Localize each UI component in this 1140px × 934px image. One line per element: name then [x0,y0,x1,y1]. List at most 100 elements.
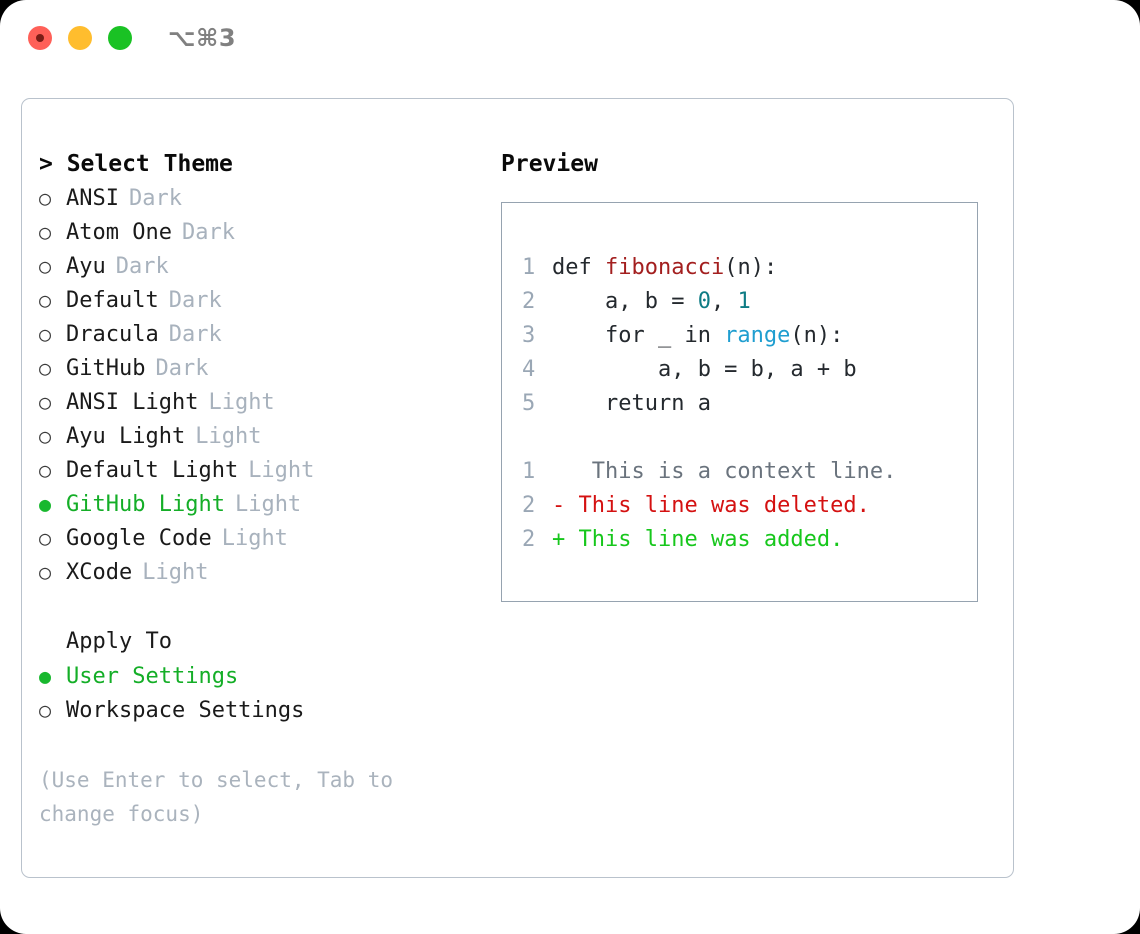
theme-option-ansi-light[interactable]: ○ ANSI Light Light [39,385,489,419]
code-line: 5 return a [522,387,977,421]
preview-heading: Preview [501,151,598,177]
theme-option-label: Default [66,288,159,313]
title-bar: ⌥⌘3 [0,0,1140,78]
code-line-number: 5 [522,391,536,416]
apply-to-option-user-settings[interactable]: ● User Settings [39,659,489,693]
keyboard-hint-text: (Use Enter to select, Tab to change focu… [39,768,394,826]
theme-variant-tag: Dark [181,220,235,245]
theme-variant-tag: Light [248,458,315,483]
diff-sample: 1 This is a context line.2- This line wa… [522,455,977,557]
code-token: 0 [697,289,711,314]
theme-option-atom-one[interactable]: ○ Atom One Dark [39,215,489,249]
diff-line-number: 1 [522,459,536,484]
radio-unselected-icon: ○ [39,186,52,210]
theme-variant-tag: Light [195,424,262,449]
code-line: 2 a, b = 0, 1 [522,285,977,319]
diff-text: This line was deleted. [565,493,870,518]
theme-option-label: Ayu [66,254,106,279]
code-line-number: 1 [522,255,536,280]
theme-option-label: GitHub Light [66,492,225,517]
theme-option-label: Dracula [66,322,159,347]
code-token: return a [552,391,711,416]
theme-variant-tag: Light [142,560,209,585]
code-token: range [724,323,791,348]
keyboard-shortcut-label: ⌥⌘3 [168,24,237,52]
diff-line: 2 + This line was added. [522,523,977,557]
theme-variant-tag: Dark [155,356,209,381]
code-line-number: 4 [522,357,536,382]
theme-option-label: Ayu Light [66,424,186,449]
radio-unselected-icon: ○ [39,526,52,550]
code-token: (n): [790,323,844,348]
radio-unselected-icon: ○ [39,322,52,346]
apply-to-heading: Apply To [66,629,172,654]
diff-sign: - [552,493,566,518]
diff-text: This is a context line. [565,459,897,484]
theme-option-label: Google Code [66,526,212,551]
radio-unselected-icon: ○ [39,220,52,244]
code-token: (n): [724,255,778,280]
apply-to-list[interactable]: ● User Settings ○ Workspace Settings [39,659,489,727]
code-line: 3 for _ in range(n): [522,319,977,353]
code-line: 4 a, b = b, a + b [522,353,977,387]
close-button[interactable] [28,26,52,50]
theme-variant-tag: Light [208,390,275,415]
diff-line: 1 This is a context line. [522,455,977,489]
apply-to-option-workspace-settings[interactable]: ○ Workspace Settings [39,693,489,727]
theme-variant-tag: Dark [168,288,222,313]
code-token: def [552,255,605,280]
diff-sign: + [552,527,566,552]
radio-unselected-icon: ○ [39,288,52,312]
select-theme-heading: > Select Theme [39,151,233,177]
radio-unselected-icon: ○ [39,424,52,448]
theme-option-label: XCode [66,560,133,585]
diff-text: This line was added. [565,527,844,552]
radio-unselected-icon: ○ [39,458,52,482]
apply-to-section: Apply To ● User Settings ○ Workspace Settin… [39,625,489,727]
apply-to-option-label: Workspace Settings [66,698,305,723]
code-token: a, b = [552,289,698,314]
radio-unselected-icon: ○ [39,560,52,584]
theme-option-github[interactable]: ○ GitHub Dark [39,351,489,385]
radio-unselected-icon: ○ [39,390,52,414]
theme-option-label: GitHub [66,356,146,381]
code-token: for _ in [552,323,725,348]
theme-option-google-code[interactable]: ○ Google Code Light [39,521,489,555]
window-controls [28,26,132,50]
radio-unselected-icon: ○ [39,698,52,722]
code-token: a, b = b, a + b [552,357,857,382]
theme-variant-tag: Dark [128,186,182,211]
code-spacer [522,421,977,455]
radio-selected-icon: ● [39,492,52,516]
theme-option-xcode[interactable]: ○ XCode Light [39,555,489,589]
theme-option-label: Atom One [66,220,172,245]
theme-option-label: ANSI Light [66,390,199,415]
minimize-button[interactable] [68,26,92,50]
radio-unselected-icon: ○ [39,356,52,380]
radio-selected-icon: ● [39,664,52,688]
theme-option-ayu-light[interactable]: ○ Ayu Light Light [39,419,489,453]
code-line-number: 3 [522,323,536,348]
maximize-button[interactable] [108,26,132,50]
theme-option-default-light[interactable]: ○ Default Light Light [39,453,489,487]
apply-to-option-label: User Settings [66,664,239,689]
radio-unselected-icon: ○ [39,254,52,278]
diff-line: 2- This line was deleted. [522,489,977,523]
theme-option-label: Default Light [66,458,239,483]
diff-line-number: 2 [522,527,536,552]
theme-variant-tag: Light [221,526,288,551]
code-token: , [710,289,738,314]
theme-option-default[interactable]: ○ Default Dark [39,283,489,317]
